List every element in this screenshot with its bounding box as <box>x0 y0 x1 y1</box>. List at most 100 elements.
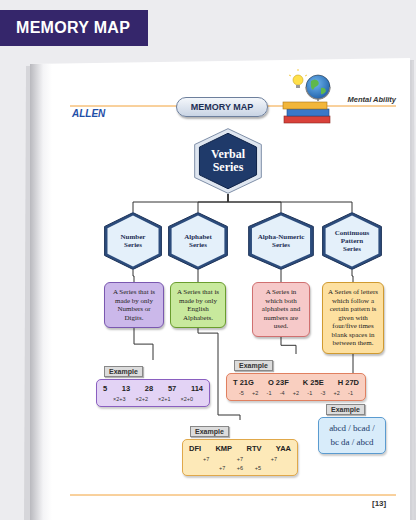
hexagon-text-area: Number Series <box>104 212 162 270</box>
example-panel: abcd / bcad / bc da / abcd <box>318 417 386 454</box>
series-term: H 27D <box>338 378 359 387</box>
definition-text: A Series that is made by only English Al… <box>176 288 220 322</box>
step-value: +7 <box>219 465 225 471</box>
series-name: Continuous Pattern Series <box>331 229 373 253</box>
connector-line <box>198 270 199 282</box>
title-band: MEMORY MAP <box>0 10 148 46</box>
example-row: T 21G O 23F K 25E H 27D <box>233 378 359 387</box>
step-value: +5 <box>255 465 261 471</box>
series-hexagon: Alpha-Numeric Series <box>248 212 314 270</box>
example-panel: 5 13 28 57 114 ×2+3 ×2+2 ×2+1 ×2+0 <box>96 379 210 407</box>
connector-line <box>134 328 153 360</box>
series-name: Verbal Series <box>206 148 250 174</box>
series-name: Number Series <box>113 233 153 249</box>
series-term: RTV <box>246 444 261 453</box>
example-tag: Example <box>234 360 273 371</box>
hexagon-text-area: Verbal Series <box>194 128 262 194</box>
books-globe-icon <box>283 69 330 123</box>
example-box: Example T 21G O 23F K 25E H 27D -5 +2 -1 -4 +2 -1 -… <box>226 354 366 401</box>
connector-line <box>133 270 134 282</box>
example-row: -5+2-1-4+2-1-3+2-1 <box>233 390 359 396</box>
hexagon-face <box>107 215 158 266</box>
series-hexagon: Number Series <box>104 212 162 270</box>
step-value: +7 <box>271 456 277 462</box>
series-term: YAA <box>276 444 291 453</box>
example-row: ×2+3 ×2+2 ×2+1 ×2+0 <box>103 396 203 402</box>
connector-line <box>352 270 353 282</box>
definition-text: A Series of letters which follow a certa… <box>328 288 378 348</box>
step-value: ×2+3 <box>113 396 126 402</box>
series-term: 114 <box>191 384 203 393</box>
connector-line <box>198 194 228 212</box>
series-name: Alphabet Series <box>177 233 219 249</box>
page-label: Mental Ability <box>286 95 396 104</box>
series-term: 13 <box>122 384 130 393</box>
hexagon-rim <box>169 213 228 270</box>
definition-box: A Series that is made by only English Al… <box>170 282 226 328</box>
example-row: DFIKMPRTVYAA <box>189 444 291 453</box>
step-value: -1 <box>348 390 353 396</box>
pill-text-area: MEMORY MAP <box>177 98 267 116</box>
hexagon-face <box>199 133 256 188</box>
definition-text: A Series in which both alphabets and num… <box>258 288 304 331</box>
hexagon-rim <box>249 213 314 270</box>
step-value: ×2+2 <box>135 396 148 402</box>
hexagon-face <box>252 215 310 266</box>
hexagon-rim <box>323 213 382 270</box>
series-term: DFI <box>189 444 201 453</box>
example-row: abcd / bcad / bc da / abcd <box>325 422 379 449</box>
definition-text: A Series that is made by only Numbers or… <box>110 288 158 322</box>
hexagon-face <box>326 215 379 266</box>
example-panel: DFIKMPRTVYAA+7+7+7+7+6+5 <box>182 439 298 476</box>
step-value: +7 <box>203 456 209 462</box>
example-tag: Example <box>326 404 365 415</box>
step-value: ×2+0 <box>180 396 193 402</box>
series-term: O 23F <box>268 378 289 387</box>
series-term: 5 <box>103 384 107 393</box>
series-name: Alpha-Numeric Series <box>257 233 305 249</box>
hexagon-rim <box>105 213 162 270</box>
example-box: Example 5 13 28 57 114 ×2+3 ×2+2 ×2+1 ×2+0 <box>96 360 210 407</box>
definition-box: A Series of letters which follow a certa… <box>322 282 384 354</box>
step-value: -4 <box>280 390 285 396</box>
example-tag: Example <box>104 366 143 377</box>
step-value: +7 <box>237 456 243 462</box>
step-value: -1 <box>307 390 312 396</box>
connector-line <box>228 194 281 212</box>
step-value: +6 <box>237 465 243 471</box>
series-hexagon: Alphabet Series <box>168 212 228 270</box>
hexagon-text-area: Alphabet Series <box>168 212 228 270</box>
definition-box: A Series in which both alphabets and num… <box>252 282 310 337</box>
example-box: Example abcd / bcad / bc da / abcd <box>318 398 386 454</box>
connector-line <box>133 194 228 212</box>
step-value: -5 <box>239 390 244 396</box>
hexagon-text-area: Continuous Pattern Series <box>322 212 382 270</box>
example-box: ExampleDFIKMPRTVYAA+7+7+7+7+6+5 <box>182 420 298 476</box>
example-row: 5 13 28 57 114 <box>103 384 203 393</box>
step-value: ×2+1 <box>158 396 171 402</box>
hexagon-text-area: Alpha-Numeric Series <box>248 212 314 270</box>
step-value: +2 <box>334 390 340 396</box>
series-term: T 21G <box>233 378 254 387</box>
map-heading: MEMORY MAP <box>191 102 254 112</box>
page-label: [13] <box>372 499 402 508</box>
example-row: +7 +6 +5 <box>189 465 291 471</box>
heading-pill: MEMORY MAP <box>176 97 268 117</box>
page-label: ALLEN <box>72 108 132 119</box>
series-term: 28 <box>145 384 153 393</box>
connector-line <box>281 270 282 282</box>
series-hexagon: Verbal Series <box>194 128 262 194</box>
definition-box: A Series that is made by only Numbers or… <box>104 282 164 328</box>
series-term: 57 <box>168 384 176 393</box>
pattern-text: abcd / bcad / bc da / abcd <box>325 422 379 449</box>
series-term: K 25E <box>303 378 324 387</box>
hexagon-face <box>172 215 225 266</box>
step-value: -3 <box>320 390 325 396</box>
step-value: +2 <box>293 390 299 396</box>
example-row: +7 +7 +7 <box>189 456 291 462</box>
example-tag: Example <box>190 426 229 437</box>
hexagon-rim <box>195 129 262 194</box>
connector-line <box>228 194 352 212</box>
series-hexagon: Continuous Pattern Series <box>322 212 382 270</box>
